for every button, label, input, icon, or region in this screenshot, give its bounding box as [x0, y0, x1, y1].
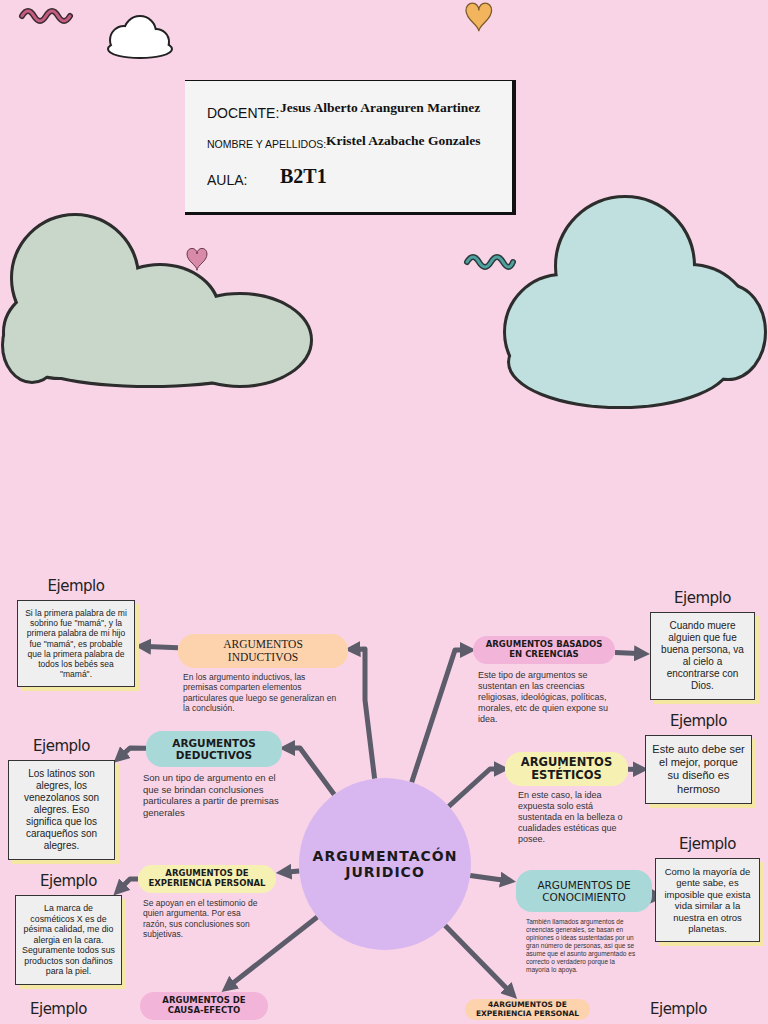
header-text: Kristel Azabache Gonzales: [326, 133, 480, 149]
header-box: DOCENTE:Jesus Alberto Aranguren Martinez…: [185, 80, 516, 215]
heart: [466, 3, 492, 31]
node-label: ARGUMENTOS BASADOS EN CREENCIAS: [483, 640, 605, 660]
arrow-connector: [628, 767, 637, 772]
arrow-connector: [445, 926, 509, 991]
node-label: ARGUMENTOS INDUCTIVOS: [188, 638, 338, 664]
right-cloud: [506, 198, 764, 406]
example-box: EjemploLos latinos son alegres, los vene…: [8, 760, 115, 860]
arrow-connector: [449, 769, 498, 806]
example-box: EjemploSi la primera palabra de mi sobri…: [17, 600, 135, 687]
squiggle: [467, 257, 513, 267]
example-text: Los latinos son alegres, los venezolanos…: [15, 768, 108, 852]
example-heading: Ejemplo: [18, 579, 134, 594]
category-pill: ARGUMENTOS DEDUCTIVOS: [146, 731, 282, 767]
header-text: NOMBRE Y APELLIDOS:: [207, 138, 326, 150]
arrow-connector: [357, 649, 375, 779]
small-cloud: [109, 17, 171, 57]
description-text: También llamados argumentos de creencias…: [526, 918, 638, 973]
description-text: Son un tipo de argumento en el que se br…: [143, 772, 291, 818]
category-pill: ARGUMENTOS BASADOS EN CREENCIAS: [473, 636, 615, 664]
category-pill: ARGUMENTOS DE EXPERIENCIA PERSONAL: [138, 865, 276, 893]
example-box: EjemploCuando muere alguien que fue buen…: [650, 612, 755, 700]
example-box: EjemploLa marca de cosméticos X es de pé…: [15, 895, 122, 985]
example-box: EjemploEste auto debe ser el mejor, porq…: [645, 735, 752, 804]
arrow-connector: [288, 871, 300, 872]
example-text: Si la primera palabra de mi sobrino fue …: [24, 608, 128, 679]
description-text: Se apoyan en el testimonio de quien argu…: [143, 898, 265, 939]
example-box: EjemploComo la mayoría de gente sabe, es…: [655, 858, 760, 942]
example-heading: Ejemplo: [30, 1002, 120, 1017]
node-label: ARGUMENTACÓN JURIDICO: [295, 848, 476, 880]
arrow-connector: [615, 650, 638, 656]
example-text: Este auto debe ser el mejor, porque su d…: [652, 743, 745, 796]
arrow-connector: [122, 879, 138, 887]
description-text: Este tipo de argumentos se sustentan en …: [478, 670, 618, 725]
example-heading: Ejemplo: [9, 739, 114, 754]
arrow-connector: [652, 894, 654, 899]
arrow-connector: [123, 748, 147, 755]
description-text: En este caso, la idea expuesta solo está…: [518, 790, 630, 845]
example-text: La marca de cosméticos X es de pésima ca…: [22, 903, 115, 977]
heart: [187, 248, 207, 270]
example-heading: Ejemplo: [656, 837, 759, 852]
arrow-connector: [291, 748, 334, 795]
category-pill: 4ARGUMENTOS DE EXPERIENCIA PERSONAL: [465, 999, 590, 1020]
example-text: Como la mayoría de gente sabe, es imposi…: [662, 866, 753, 934]
arrow-connector: [147, 647, 178, 648]
example-heading: Ejemplo: [650, 1002, 740, 1017]
arrow-connector: [412, 650, 464, 782]
example-heading: Ejemplo: [651, 591, 754, 606]
node-label: ARGUMENTOS DE EXPERIENCIA PERSONAL: [148, 869, 266, 889]
header-text: B2T1: [280, 165, 327, 188]
node-label: ARGUMENTOS ESTÉTICOS: [515, 756, 618, 782]
header-text: AULA:: [207, 172, 247, 188]
central-circle: ARGUMENTACÓN JURIDICO: [299, 778, 471, 950]
node-label: ARGUMENTOS DE CAUSA-EFECTO: [150, 996, 258, 1016]
description-text: En los argumento inductivos, las premisa…: [183, 672, 341, 713]
example-text: Cuando muere alguien que fue buena perso…: [657, 620, 748, 692]
squiggle: [22, 11, 70, 21]
category-pill: ARGUMENTOS DE CONOCIMIENTO: [516, 870, 652, 912]
example-heading: Ejemplo: [646, 714, 751, 729]
category-pill: ARGUMENTOS DE CAUSA-EFECTO: [140, 992, 268, 1020]
left-cloud: [4, 216, 310, 385]
category-pill: ARGUMENTOS INDUCTIVOS: [178, 634, 348, 668]
category-pill: ARGUMENTOS ESTÉTICOS: [505, 752, 628, 786]
node-label: ARGUMENTOS DE CONOCIMIENTO: [526, 874, 642, 908]
example-heading: Ejemplo: [16, 874, 121, 889]
header-text: DOCENTE:: [207, 105, 279, 121]
header-text: Jesus Alberto Aranguren Martinez: [280, 100, 480, 116]
arrow-connector: [470, 876, 504, 881]
node-label: 4ARGUMENTOS DE EXPERIENCIA PERSONAL: [473, 1001, 582, 1018]
node-label: ARGUMENTOS DEDUCTIVOS: [156, 735, 272, 763]
